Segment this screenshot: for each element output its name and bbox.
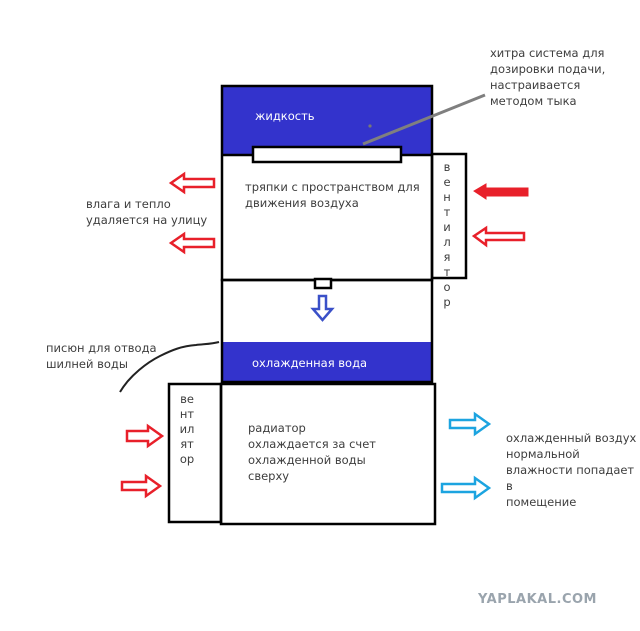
air-out-arrow-2 bbox=[440, 475, 492, 501]
water-flow-arrow bbox=[310, 294, 335, 322]
fan-left-label: ве нт ил ят ор bbox=[179, 392, 195, 466]
pointer-line bbox=[362, 93, 486, 146]
rags-label: тряпки с пространством для движения возд… bbox=[245, 180, 420, 210]
pointer-dot bbox=[368, 124, 372, 128]
moisture-arrow-1 bbox=[168, 171, 216, 195]
liquid-label: жидкость bbox=[255, 109, 315, 123]
intake-arrow-left-1 bbox=[125, 423, 165, 449]
radiator-label: радиатор охлаждается за счет охлажденной… bbox=[248, 421, 376, 483]
cooled-water-fill bbox=[222, 342, 432, 382]
dispenser-slot bbox=[251, 145, 403, 164]
moisture-out-label: влага и тепло удаляется на улицу bbox=[86, 197, 208, 227]
cooled-water-label: охлажденная вода bbox=[252, 356, 368, 370]
watermark: YAPLAKAL.COM bbox=[478, 592, 597, 607]
intake-arrow-right-2 bbox=[471, 225, 526, 248]
intake-arrow-left-2 bbox=[120, 473, 163, 499]
drain-tube bbox=[119, 341, 220, 393]
drain-note-label: писюн для отвода шилней воды bbox=[46, 341, 157, 371]
liquid-fill bbox=[222, 86, 432, 154]
air-out-arrow-1 bbox=[448, 411, 492, 437]
moisture-arrow-2 bbox=[168, 231, 216, 255]
drip-hole bbox=[313, 277, 333, 290]
dispenser-note-label: хитра система для дозировки подачи, наст… bbox=[490, 46, 606, 108]
fan-right-box bbox=[430, 152, 468, 280]
intake-arrow-right-1 bbox=[473, 183, 529, 200]
fan-left-box bbox=[167, 382, 223, 524]
fan-right-label: в е н т и л я т о р bbox=[443, 160, 451, 309]
air-out-label: охлажденный воздух нормальной влажности … bbox=[506, 431, 637, 509]
